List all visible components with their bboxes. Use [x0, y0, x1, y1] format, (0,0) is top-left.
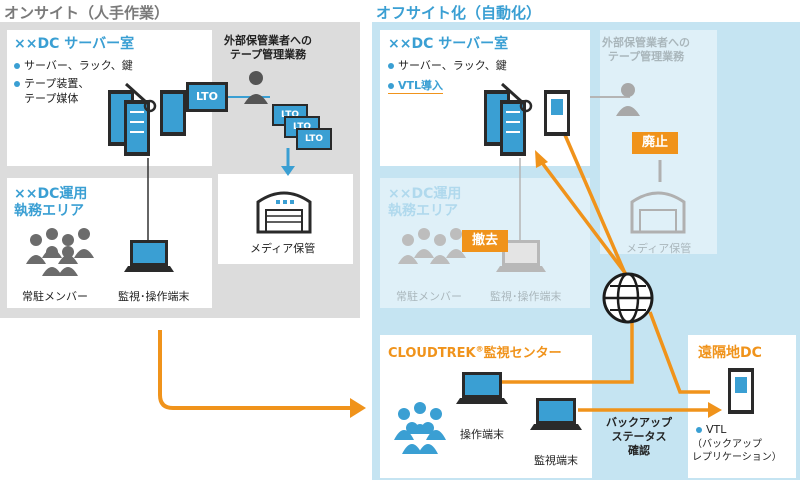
cloudtrek-operation-terminal-icon — [456, 372, 508, 404]
offsite-ops-area-title-faded: ××DC運用 執務エリア — [388, 186, 462, 219]
onsite-people-icon — [26, 228, 94, 276]
onsite-bullet-1: サーバー、ラック、鍵 — [14, 58, 133, 73]
onsite-tape-drive-icon — [160, 90, 186, 136]
offsite-vendor-label-faded: 外部保管業者への テープ管理業務 — [602, 36, 690, 63]
onsite-vendor-label: 外部保管業者への テープ管理業務 — [224, 34, 312, 61]
vtl-to-globe-line — [560, 127, 632, 286]
onsite-bullet-2-cont: テープ媒体 — [24, 92, 79, 105]
cloudtrek-monitor-terminal-icon — [530, 398, 582, 430]
globe-icon — [602, 272, 654, 324]
offsite-vtl-icon — [544, 90, 570, 136]
transition-arrow — [158, 330, 355, 410]
remote-vtl-icon — [728, 368, 754, 414]
onsite-storage-arrow-head — [281, 166, 295, 176]
onsite-server-room-title: ××DC サーバー室 — [14, 36, 135, 52]
remote-arrow-head — [708, 402, 722, 418]
withdraw-tag: 撤去 — [462, 230, 508, 252]
up-arrow-head — [535, 150, 548, 168]
offsite-monitor-icon-faded — [496, 240, 546, 272]
offsite-storage-label-faded: メディア保管 — [626, 242, 692, 255]
onsite-vendor-person-icon — [244, 71, 268, 104]
globe-to-operation-line — [500, 318, 634, 384]
offsite-key-icon — [500, 82, 533, 113]
offsite-server-room-title: ××DC サーバー室 — [388, 36, 509, 52]
offsite-people-icon-faded — [398, 228, 466, 264]
backup-status-label: バックアップ ステータス 確認 — [606, 416, 672, 457]
onsite-resident-label: 常駐メンバー — [22, 290, 88, 303]
onsite-monitor-label: 監視･操作端末 — [118, 290, 190, 303]
abolish-tag: 廃止 — [632, 132, 678, 154]
cloudtrek-people-icon — [394, 402, 446, 454]
transition-arrow-head — [350, 398, 366, 418]
offsite-resident-label-faded: 常駐メンバー — [396, 290, 462, 303]
onsite-vendor-lto-3: LTO — [296, 128, 332, 150]
offsite-monitor-label-faded: 監視･操作端末 — [490, 290, 562, 303]
onsite-monitor-icon — [124, 240, 174, 272]
globe-to-remote-line — [648, 311, 710, 394]
remote-dc-title: 遠隔地DC — [698, 345, 762, 361]
onsite-lto-tape: LTO — [186, 82, 228, 112]
offsite-bullet-1: サーバー、ラック、鍵 — [388, 58, 507, 73]
offsite-server-rack-icon — [484, 90, 526, 156]
onsite-key-icon — [124, 82, 157, 113]
offsite-storage-building-icon-faded — [630, 191, 686, 234]
remote-dc-sub: （バックアップ レプリケーション） — [692, 439, 782, 463]
offsite-bullet-vtl: VTL導入 — [388, 78, 444, 94]
onsite-heading: オンサイト（人手作業） — [4, 4, 170, 22]
onsite-ops-area-title: ××DC運用 執務エリア — [14, 186, 88, 219]
cloudtrek-center-title: CLOUDTREK®監視センター — [388, 344, 562, 361]
offsite-heading: オフサイト化（自動化） — [376, 4, 542, 22]
offsite-vendor-person-icon-faded — [616, 83, 640, 116]
remote-dc-bullet: VTL — [696, 422, 726, 437]
cloudtrek-operation-label: 操作端末 — [460, 428, 504, 441]
onsite-storage-box — [218, 174, 353, 264]
cloudtrek-monitor-label: 監視端末 — [534, 454, 578, 467]
onsite-storage-label: メディア保管 — [250, 242, 316, 255]
onsite-storage-building-icon — [256, 191, 312, 234]
onsite-bullet-2: テープ装置、 — [14, 76, 89, 91]
globe-to-center-line — [538, 158, 640, 292]
